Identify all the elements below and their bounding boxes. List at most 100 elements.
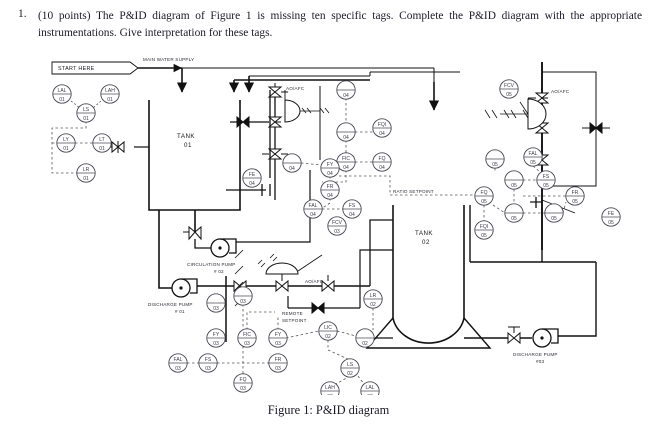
figure-caption: Figure 1: P&ID diagram [267, 403, 390, 417]
main-water-supply-label: MAIN WATER SUPPLY [143, 57, 194, 62]
bubble-top-text: FR [275, 357, 282, 363]
bubble-bottom-text: 05 [530, 160, 536, 166]
bubble-bottom-text: 04 [327, 193, 333, 199]
bubble-bottom-text: 04 [349, 212, 355, 218]
bubble-bottom-text: 01 [107, 97, 113, 103]
tank02-label: TANK [415, 230, 433, 237]
bubble-top-text: FE [608, 211, 615, 217]
bubble-bottom-text: 02 [347, 371, 353, 377]
instrument-bubble-lal-01: LAL 01 [52, 84, 72, 104]
instrument-bubble-fcv-03: FCV 03 [327, 216, 347, 236]
bubble-bottom-text: 05 [492, 162, 498, 168]
bubble-top-text: FR [572, 190, 579, 196]
question-text: (10 points) The P&ID diagram of Figure 1… [38, 10, 642, 39]
signal-lines [51, 98, 567, 385]
bubble-top-text: LY [63, 137, 69, 143]
ao-afc-label-1: AO/AFC [286, 86, 305, 91]
pid-diagram: START HERE MAIN WATER SUPPLY TANK 01 TAN… [30, 50, 630, 395]
bubble-bottom-text: 05 [511, 216, 517, 222]
bubble-top-text: FY [213, 332, 220, 338]
bubble-bottom-text: 01 [83, 176, 89, 182]
bubble-top-text: LR [83, 167, 90, 173]
bubble-top-text: FQI [378, 122, 386, 128]
bubble-bottom-text: 02 [370, 302, 376, 308]
bubble-top-text: FAL [309, 203, 318, 209]
bubble-top-text: FS [349, 203, 356, 209]
instrument-bubble-lr-02: LR 02 [363, 289, 383, 309]
instrument-bubble-blank-05-a: 05 [485, 149, 505, 169]
discharge-pump-01-label: DISCHARGE PUMP [148, 302, 193, 307]
bubble-bottom-text: 03 [240, 299, 246, 305]
bubble-top-text: FAL [174, 357, 183, 363]
bubble-bottom-text: 05 [543, 183, 549, 189]
bubble-bottom-text: 04 [343, 93, 349, 99]
bubble-bottom-text: 03 [275, 366, 281, 372]
bubble-bottom-text: 05 [572, 199, 578, 205]
bubble-top-text: FY [275, 332, 282, 338]
instrument-bubble-fqi-04: FQI 04 [372, 118, 392, 138]
bubble-bottom-text: 05 [481, 233, 487, 239]
pid-svg: START HERE MAIN WATER SUPPLY TANK 01 TAN… [51, 57, 621, 395]
instrument-bubble-fr-05: FR 05 [565, 186, 585, 206]
circulation-pump-label: CIRCULATION PUMP [187, 262, 236, 267]
bubble-bottom-text: 04 [379, 131, 385, 137]
instrument-bubble-blank-04-a: 04 [336, 80, 356, 100]
bubble-bottom-text: 02 [327, 394, 333, 395]
instrument-bubble-blank-03-a: 03 [233, 286, 253, 306]
bubble-top-text: LAL [366, 385, 375, 391]
bubble-bottom-text: 03 [240, 386, 246, 392]
bubble-top-text: FCV [332, 220, 343, 226]
instrument-bubble-lah-01: LAH 01 [100, 84, 120, 104]
bubble-bottom-text: 04 [343, 135, 349, 141]
tank01-label: TANK [177, 133, 195, 140]
instrument-bubble-lr-01: LR 01 [76, 163, 96, 183]
bubble-bottom-text: 01 [63, 146, 69, 152]
bubble-bottom-text: 02 [367, 394, 373, 395]
process-lines [51, 61, 610, 349]
bubble-bottom-text: 03 [334, 229, 340, 235]
remote-setpoint-label-1: REMOTE [282, 311, 303, 316]
instrument-bubble-lal-02: LAL 02 [360, 381, 380, 395]
bubble-top-text: LAH [105, 88, 115, 94]
bubble-top-text: FQ [481, 190, 488, 196]
ao-afc-label-2: AO/AFC [305, 279, 324, 284]
bubble-bottom-text: 01 [59, 97, 65, 103]
bubble-bottom-text: 01 [83, 116, 89, 122]
bubble-top-text: FQ [379, 156, 386, 162]
diagram-text-labels: START HERE MAIN WATER SUPPLY TANK 01 TAN… [58, 57, 570, 364]
instrument-bubble-blank-02-a: 02 [355, 328, 375, 348]
bubble-top-text: FY [327, 162, 334, 168]
bubble-top-text: LAL [58, 88, 67, 94]
bubble-bottom-text: 05 [511, 183, 517, 189]
instrument-bubble-blank-05-d: 05 [544, 203, 564, 223]
bubble-bottom-text: 05 [551, 216, 557, 222]
discharge-pump-03-label: DISCHARGE PUMP [513, 352, 558, 357]
instrument-bubble-fq-05: FQ 05 [474, 186, 494, 206]
bubble-top-text: LR [370, 293, 377, 299]
circulation-pump-number: # 02 [214, 269, 224, 274]
bubble-bottom-text: 02 [362, 341, 368, 347]
bubble-top-text: FE [249, 172, 256, 178]
tank01-number: 01 [184, 142, 192, 149]
bubble-bottom-text: 03 [213, 341, 219, 347]
bubble-bottom-text: 04 [249, 181, 255, 187]
start-here-label: START HERE [58, 66, 95, 72]
instrument-bubble-fe-04: FE 04 [242, 168, 262, 188]
bubble-bottom-text: 05 [481, 199, 487, 205]
bubble-bottom-text: 01 [99, 146, 105, 152]
instrument-bubble-fy-03-l: FY 03 [206, 328, 226, 348]
bubble-top-text: FIC [243, 332, 251, 338]
instrument-bubble-blank-04-b: 04 [336, 122, 356, 142]
